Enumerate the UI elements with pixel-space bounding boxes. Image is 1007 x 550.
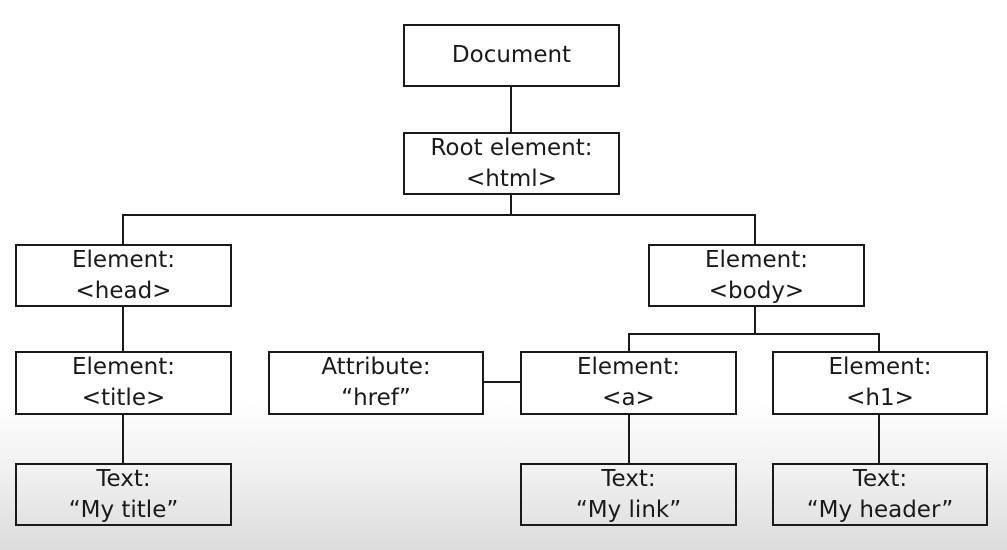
header-text-value: “My header” [806,496,954,523]
document-node: Document [403,24,620,87]
connector-body-branch [628,333,880,335]
h1-element-tag: <h1> [846,385,914,411]
body-element-node: Element: <body> [648,244,865,307]
connector-branch-body [754,214,756,246]
header-text-node: Text: “My header” [772,463,988,526]
root-element-label: Root element: [430,134,593,161]
href-attribute-node: Attribute: “href” [268,351,484,415]
document-node-label: Document [451,42,572,68]
connector-branch-a [628,333,630,353]
header-text-label: Text: [852,465,908,492]
head-element-label: Element: [72,246,175,273]
root-element-tag: <html> [466,165,557,192]
href-attribute-label: Attribute: [321,354,431,380]
connector-root-stem [510,194,512,216]
title-element-node: Element: <title> [15,351,232,415]
head-element-node: Element: <head> [15,244,232,307]
connector-a-text [628,413,630,465]
connector-branch-h1 [878,333,880,353]
title-text-label: Text: [96,465,151,492]
link-text-node: Text: “My link” [520,463,737,526]
title-element-label: Element: [72,354,175,380]
href-attribute-value: “href” [341,385,411,411]
h1-element-node: Element: <h1> [772,351,988,415]
connector-head-title [122,305,124,353]
root-element-node: Root element: <html> [403,132,620,195]
head-element-tag: <head> [75,277,172,304]
link-text-value: “My link” [575,496,682,523]
a-element-tag: <a> [602,385,655,411]
connector-href-a [482,381,522,383]
connector-document-root [510,85,512,133]
connector-body-stem [754,305,756,335]
title-text-value: “My title” [68,496,179,523]
link-text-label: Text: [601,465,656,492]
body-element-tag: <body> [708,277,805,304]
a-element-node: Element: <a> [520,351,737,415]
title-text-node: Text: “My title” [15,463,232,526]
connector-h1-text [878,413,880,465]
title-element-tag: <title> [81,385,166,411]
connector-title-text [122,413,124,465]
h1-element-label: Element: [828,354,932,380]
connector-branch-head [122,214,124,246]
body-element-label: Element: [705,246,808,273]
a-element-label: Element: [577,354,680,380]
connector-root-branch [122,214,756,216]
